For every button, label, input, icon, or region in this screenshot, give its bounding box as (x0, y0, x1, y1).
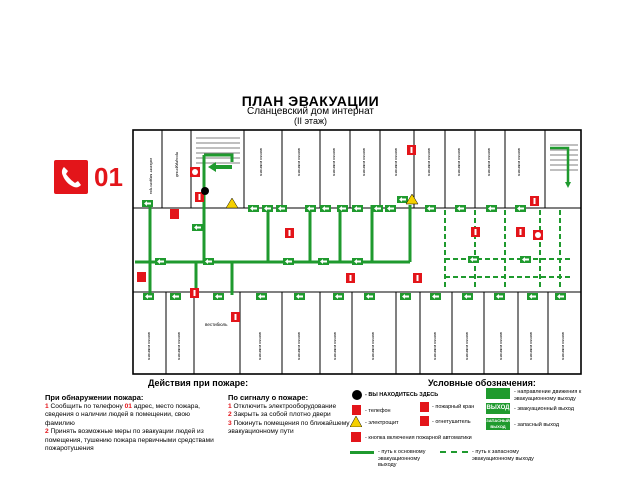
room-label: жилая комната (297, 148, 302, 177)
legend-extinguisher: - огнетушитель (432, 419, 471, 425)
room-label: жилая комната (433, 332, 438, 361)
legend-alarm-button-icon (351, 432, 361, 442)
legend-phone: - телефон (365, 408, 391, 414)
room-label: жилая комната (333, 332, 338, 361)
legend-spare-exit: - запасный выход (514, 422, 560, 428)
vestibule-label: вестибюль (205, 322, 228, 327)
building-outline (132, 129, 582, 375)
actions-title: Действия при пожаре: (148, 378, 249, 388)
room-label: жилая комната (487, 148, 492, 177)
room-label: жилая комната (259, 148, 264, 177)
floor-label: (II этаж) (294, 116, 327, 126)
legend-exit-icon: ВЫХОД (486, 403, 510, 414)
room-label: жилая комната (297, 332, 302, 361)
alarm-button-markers (190, 167, 543, 240)
legend-hydrant-icon (420, 402, 429, 412)
plan-subtitle: Сланцевский дом интернат (246, 106, 375, 117)
legend-main-route-line (350, 451, 374, 454)
legend-phone-icon (352, 405, 361, 415)
legend-extinguisher-icon (420, 416, 429, 426)
room-label: жилая комната (177, 332, 182, 361)
room-label: жилая комната (561, 332, 566, 361)
phone-markers (137, 209, 179, 282)
legend-you-are-here-icon (352, 390, 362, 400)
legend-you-are-here: - ВЫ НАХОДИТЕСЬ ЗДЕСЬ (365, 392, 439, 398)
discovery-title: При обнаружении пожара: (45, 393, 144, 402)
room-label: жилая комната (465, 332, 470, 361)
stair-exit-arrow (208, 162, 232, 172)
room-label: жилая комната (457, 148, 462, 177)
discovery-steps: 1 Сообщить по телефону 01 адрес, место п… (45, 403, 214, 453)
room-label: жилая комната (427, 148, 432, 177)
room-label: жилая комната (517, 148, 522, 177)
legend-panel-icon (350, 416, 362, 427)
legend-hydrant: - пожарный кран (432, 404, 475, 410)
room-label: жилая комната (147, 332, 152, 361)
legend-main-route: - путь к основному эвакуационному выходу (378, 449, 426, 468)
room-label: жилая комната (332, 148, 337, 177)
panel-markers (225, 193, 419, 209)
spare-route (444, 210, 572, 290)
alarm-steps: 1 Отключить электрооборудование 2 Закрыт… (228, 403, 350, 436)
phone-icon (61, 167, 81, 188)
phone-sign (54, 160, 88, 194)
legend-panel: - электрощит (365, 420, 399, 426)
legend-alarm-button: - кнопка включения пожарной автоматики (365, 435, 472, 441)
legend-spare-exit-icon: ЗАПАСНЫЙ ВЫХОД (486, 418, 510, 430)
room-label-procedural: процедурный (175, 152, 180, 177)
room-labels-top: кабинет медсестры процедурный жилая комн… (149, 148, 522, 194)
staircase-right (550, 144, 578, 171)
right-stair-route (550, 146, 570, 182)
room-labels-bottom: жилая комната жилая комната жилая комнат… (147, 332, 566, 361)
you-are-here-marker (201, 187, 209, 195)
alarm-title: По сигналу о пожаре: (228, 393, 309, 402)
room-label: жилая комната (362, 148, 367, 177)
room-label-cabinet: кабинет медсестры (149, 158, 154, 194)
room-label: жилая комната (529, 332, 534, 361)
legend-exit: - эвакуационный выход (514, 406, 574, 412)
room-label: жилая комната (371, 332, 376, 361)
main-route (135, 153, 412, 295)
direction-signs (142, 196, 566, 300)
legend-direction-icon (486, 388, 510, 399)
legend-title: Условные обозначения: (428, 378, 536, 388)
legend-spare-route-line (440, 451, 468, 453)
plan-title: ПЛАН ЭВАКУАЦИИ (241, 93, 380, 109)
phone-number: 01 (94, 162, 123, 192)
room-label: жилая комната (394, 148, 399, 177)
room-label: жилая комната (258, 332, 263, 361)
room-label: жилая комната (499, 332, 504, 361)
